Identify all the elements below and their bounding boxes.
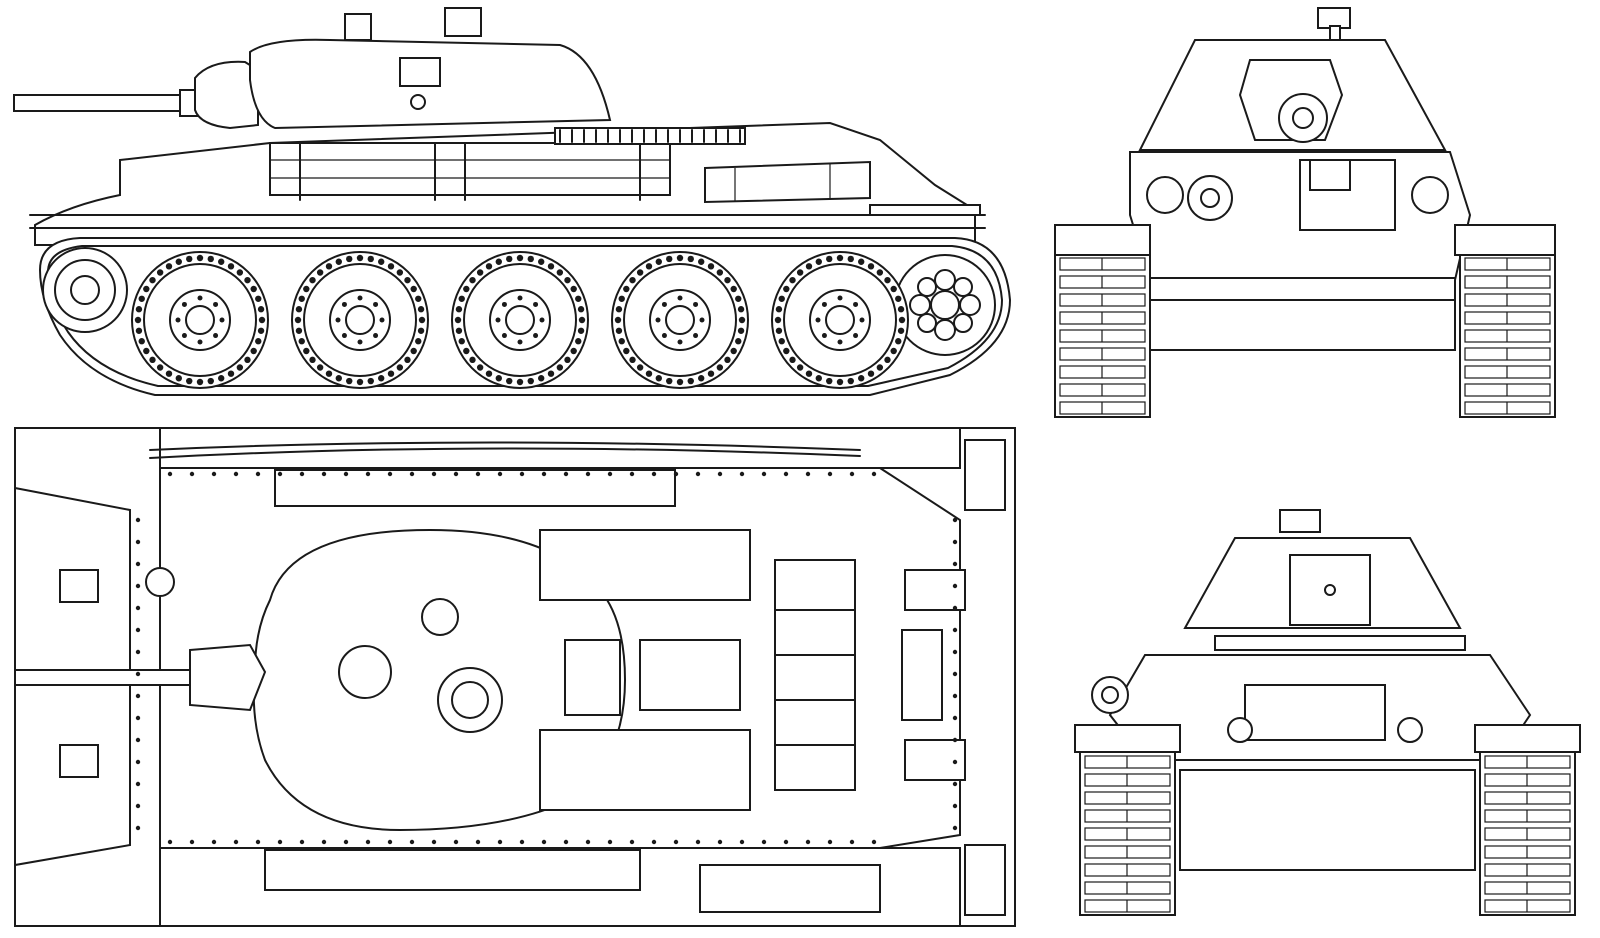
side-stowage-box [269, 142, 671, 196]
side-tarp-roll [704, 160, 871, 204]
side-exhaust [869, 204, 981, 216]
road-wheel [611, 251, 749, 389]
rear-cupola [1279, 509, 1321, 533]
top-driver-hatch [145, 567, 175, 597]
rear-engine-grille [1214, 635, 1466, 651]
top-cupola [437, 667, 503, 733]
top-radiator-grille [774, 559, 856, 791]
side-mantlet [194, 60, 259, 130]
top-stowage-box [274, 469, 676, 507]
road-wheel [451, 251, 589, 389]
front-view [1054, 7, 1556, 418]
front-light-right [1411, 176, 1449, 214]
side-periscope [344, 13, 372, 41]
road-wheels [131, 251, 909, 389]
side-engine-grille [554, 127, 746, 145]
rear-transmission-hatch [1244, 684, 1386, 741]
top-gun-barrel [14, 669, 206, 686]
top-engine-access-panel [639, 639, 741, 711]
top-hatch-hinge [59, 569, 99, 603]
top-transmission-hatch [901, 629, 943, 721]
rear-view [1074, 509, 1581, 916]
road-wheel [131, 251, 269, 389]
top-view [14, 427, 1016, 927]
rear-cable-reel [1091, 676, 1129, 714]
side-view [13, 7, 1012, 396]
side-gun-barrel [13, 94, 195, 112]
top-mantlet [189, 643, 267, 712]
side-turret-hatch [399, 57, 441, 87]
road-wheel [291, 251, 429, 389]
top-tarp-roll [699, 864, 881, 913]
side-cupola [444, 7, 482, 37]
front-light-left [1146, 176, 1184, 214]
road-wheel [771, 251, 909, 389]
